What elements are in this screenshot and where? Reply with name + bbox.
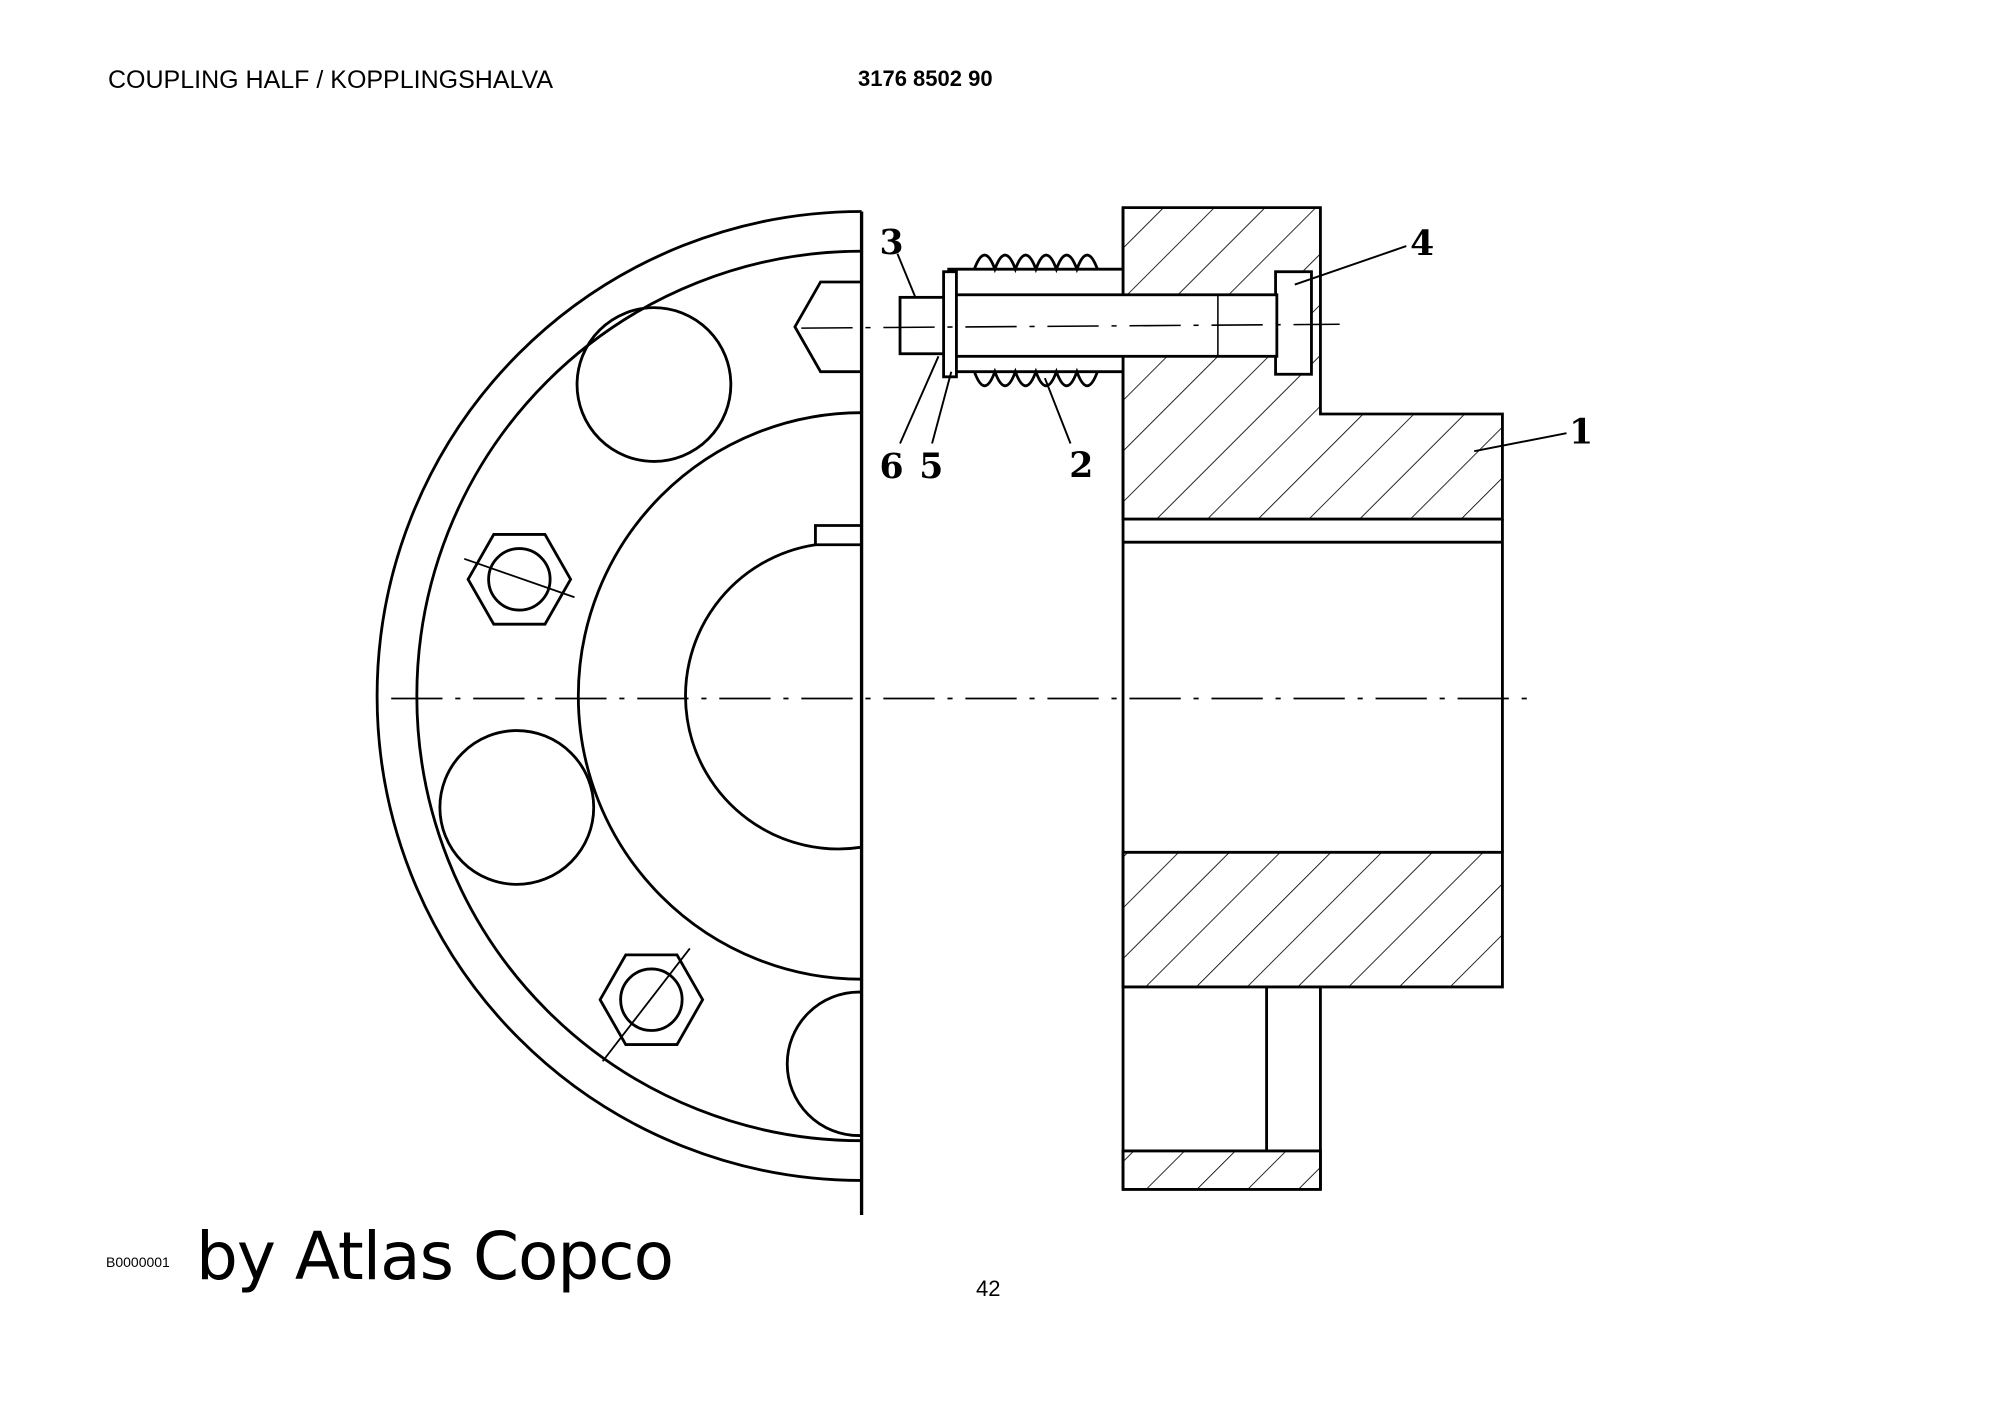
callout-1: 1 [1569, 412, 1593, 452]
nut [598, 953, 705, 1046]
part-number: 3176 8502 90 [858, 66, 993, 91]
end-view [375, 210, 862, 1182]
bolt-hole [575, 306, 733, 463]
nut [466, 533, 573, 626]
document-code: B0000001 [106, 1254, 170, 1270]
callout-2: 2 [1069, 446, 1093, 486]
nut [793, 280, 862, 374]
brand-line: by Atlas Copco [196, 1218, 674, 1295]
callout-6: 6 [880, 447, 904, 487]
callout-4: 4 [1410, 224, 1434, 264]
document-title: COUPLING HALF / KOPPLINGSHALVA [108, 66, 554, 94]
callout-5: 5 [919, 447, 943, 487]
bolt-hole [785, 990, 862, 1137]
section-view [898, 206, 1504, 1191]
page-number: 42 [976, 1276, 1001, 1301]
callout-3: 3 [880, 223, 904, 263]
bolt-hole [438, 729, 596, 886]
